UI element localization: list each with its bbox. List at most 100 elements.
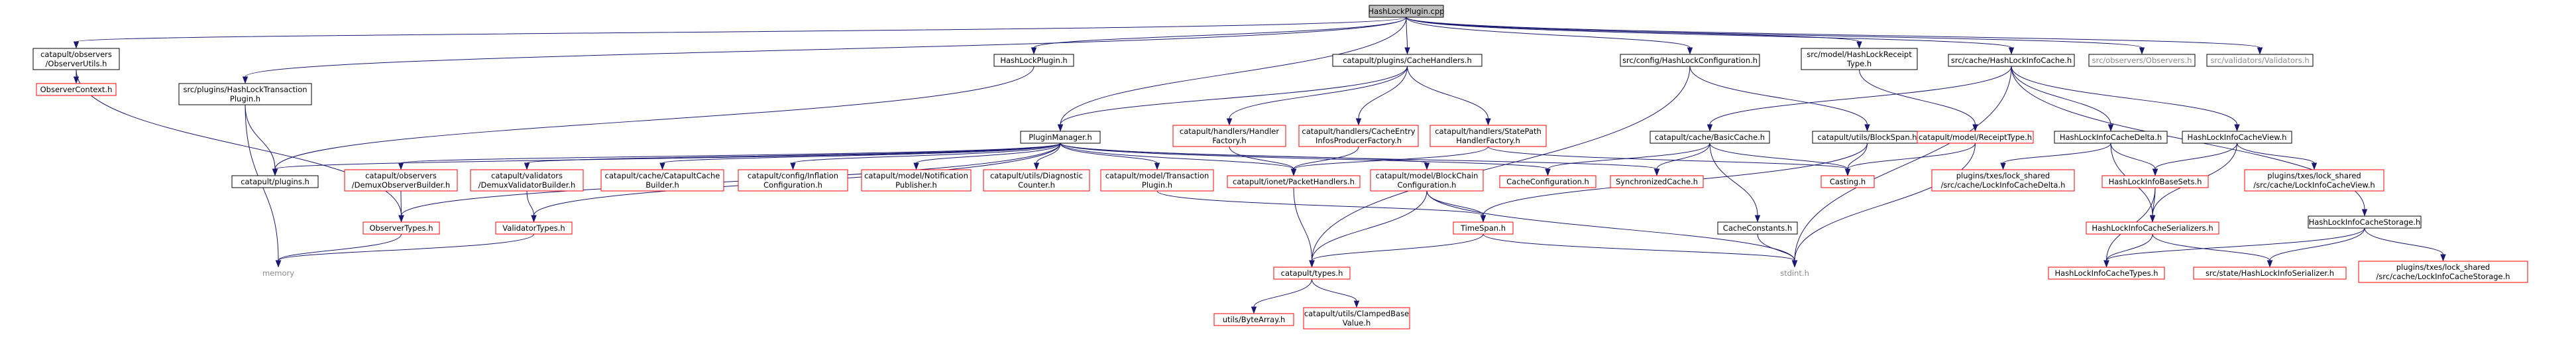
edge-arrowhead [1355,118,1362,126]
edge-cacheentryinfos-to-packethandlers [1290,146,1359,176]
edge-arrowhead [2440,254,2446,262]
edge-arrowhead [2149,215,2156,223]
node-pluginmanager[interactable]: PluginManager.h [1020,131,1101,144]
edge-arrowhead [913,162,919,170]
node-bytearray[interactable]: utils/ByteArray.h [1213,313,1294,326]
node-observerutils[interactable]: catapult/observers/ObserverUtils.h [32,48,120,70]
edge-hlinfocache-to-basiccache [1707,66,2012,132]
node-handlerfactory[interactable]: catapult/handlers/HandlerFactory.h [1172,125,1286,147]
node-demuxobs[interactable]: catapult/observers/DemuxObserverBuilder.… [344,169,458,192]
node-statepath[interactable]: catapult/handlers/StatePathHandlerFactor… [1429,125,1547,147]
node-box [2358,261,2528,283]
node-box [1931,169,2075,192]
node-cachehandlers[interactable]: catapult/plugins/CacheHandlers.h [1332,54,1483,67]
edge-line [1293,187,1312,261]
node-label: catapult/cache/CatapultCache [605,171,720,180]
edge-arrowhead [790,162,796,170]
edge-line [526,190,534,216]
edge-layer [73,17,2446,314]
node-label: plugins/txes/lock_shared [2396,263,2490,272]
edge-cachehandlers-to-cacheentryinfos [1355,66,1408,126]
node-box [600,169,724,192]
node-hlcacheview[interactable]: HashLockInfoCacheView.h [2182,131,2292,144]
node-blockspan[interactable]: catapult/utils/BlockSpan.h [1812,131,1923,144]
node-validators_h[interactable]: src/validators/Validators.h [2206,54,2314,67]
edge-line [1312,66,1691,261]
edge-line [76,17,1407,42]
node-root[interactable]: HashLockPlugin.cpp [1369,5,1445,18]
node-box [1717,221,1798,235]
node-validatortypes[interactable]: ValidatorTypes.h [495,221,573,235]
node-receipttype[interactable]: catapult/model/ReceiptType.h [1917,131,2034,144]
node-box [344,169,458,192]
node-casting[interactable]: Casting.h [1820,175,1875,188]
node-stdint[interactable]: stdint.h [1775,267,1815,279]
node-hlbasesets[interactable]: HashLockInfoBaseSets.h [2101,175,2209,188]
node-cacheentryinfos[interactable]: catapult/handlers/CacheEntryInfosProduce… [1298,125,1419,147]
edge-arrowhead [1480,215,1486,223]
node-cacheconstants[interactable]: CacheConstants.h [1717,221,1798,235]
node-label: HashLockInfoBaseSets.h [2109,177,2202,186]
edge-line [1293,146,1359,170]
edge-arrowhead [1844,168,1851,176]
node-hlconfig[interactable]: src/config/HashLockConfiguration.h [1620,54,1760,67]
node-hlserializers[interactable]: HashLockInfoCacheSerializers.h [2086,221,2219,235]
node-lockdelta[interactable]: plugins/txes/lock_shared/src/cache/LockI… [1931,169,2075,192]
edge-arrowhead [1251,306,1257,314]
node-hlstorage[interactable]: HashLockInfoCacheStorage.h [2308,215,2422,229]
edge-line [2364,227,2443,255]
node-hlcachedelta[interactable]: HashLockInfoCacheDelta.h [2054,131,2168,144]
node-box [1429,125,1547,147]
node-lockstorage[interactable]: plugins/txes/lock_shared/src/cache/LockI… [2358,261,2528,283]
edge-line [2237,143,2315,164]
node-memory[interactable]: memory [258,267,298,279]
node-plugins_h[interactable]: catapult/plugins.h [231,175,319,188]
edge-line [1312,278,1357,302]
node-label: src/plugins/HashLockTransaction [183,85,307,94]
node-types_h[interactable]: catapult/types.h [1273,267,1351,280]
node-box [1620,54,1760,67]
node-observertypes[interactable]: ObserverTypes.h [363,221,440,235]
edge-line [245,104,276,170]
node-hlserializer[interactable]: src/state/HashLockInfoSerializer.h [2193,267,2347,280]
node-label: /ObserverUtils.h [46,59,107,68]
node-demuxval[interactable]: catapult/validators/DemuxValidatorBuilde… [470,169,584,192]
edge-line [1794,143,1976,261]
node-observers_h[interactable]: src/observers/Observers.h [2088,54,2196,67]
edge-line [1859,69,1976,125]
node-timespan[interactable]: TimeSpan.h [1453,221,1514,235]
edge-line [278,233,534,261]
node-hlinfocache[interactable]: src/cache/HashLockInfoCache.h [1948,54,2075,67]
edge-line [2155,143,2237,170]
node-label: SynchronizedCache.h [1616,177,1698,186]
node-cacheconfig[interactable]: CacheConfiguration.h [1499,175,1596,188]
node-box [1332,54,1483,67]
edge-arrowhead [2152,168,2158,176]
edge-pluginmanager-to-txplugin_model [1060,143,1160,170]
node-packethandlers[interactable]: catapult/ionet/PacketHandlers.h [1227,175,1361,188]
edge-basiccache-to-synccache [1653,143,1710,176]
edge-line [793,143,1061,164]
edge-line [1488,146,1848,170]
edge-line [1060,143,1294,170]
node-hltypes[interactable]: HashLockInfoCacheTypes.h [2048,267,2165,280]
edge-arrowhead [2139,47,2145,55]
node-observercontext[interactable]: ObserverContext.h [36,83,117,96]
node-label: HashLockInfoCacheStorage.h [2309,217,2421,227]
edge-arrowhead [1856,41,1862,49]
node-lockview[interactable]: plugins/txes/lock_shared/src/cache/LockI… [2244,169,2384,192]
node-synccache[interactable]: SynchronizedCache.h [1610,175,1704,188]
node-hashlockplugin_h[interactable]: HashLockPlugin.h [993,54,1074,67]
node-basiccache[interactable]: catapult/cache/BasicCache.h [1650,131,1770,144]
edge-line [1656,143,1710,170]
node-box [2101,175,2209,188]
